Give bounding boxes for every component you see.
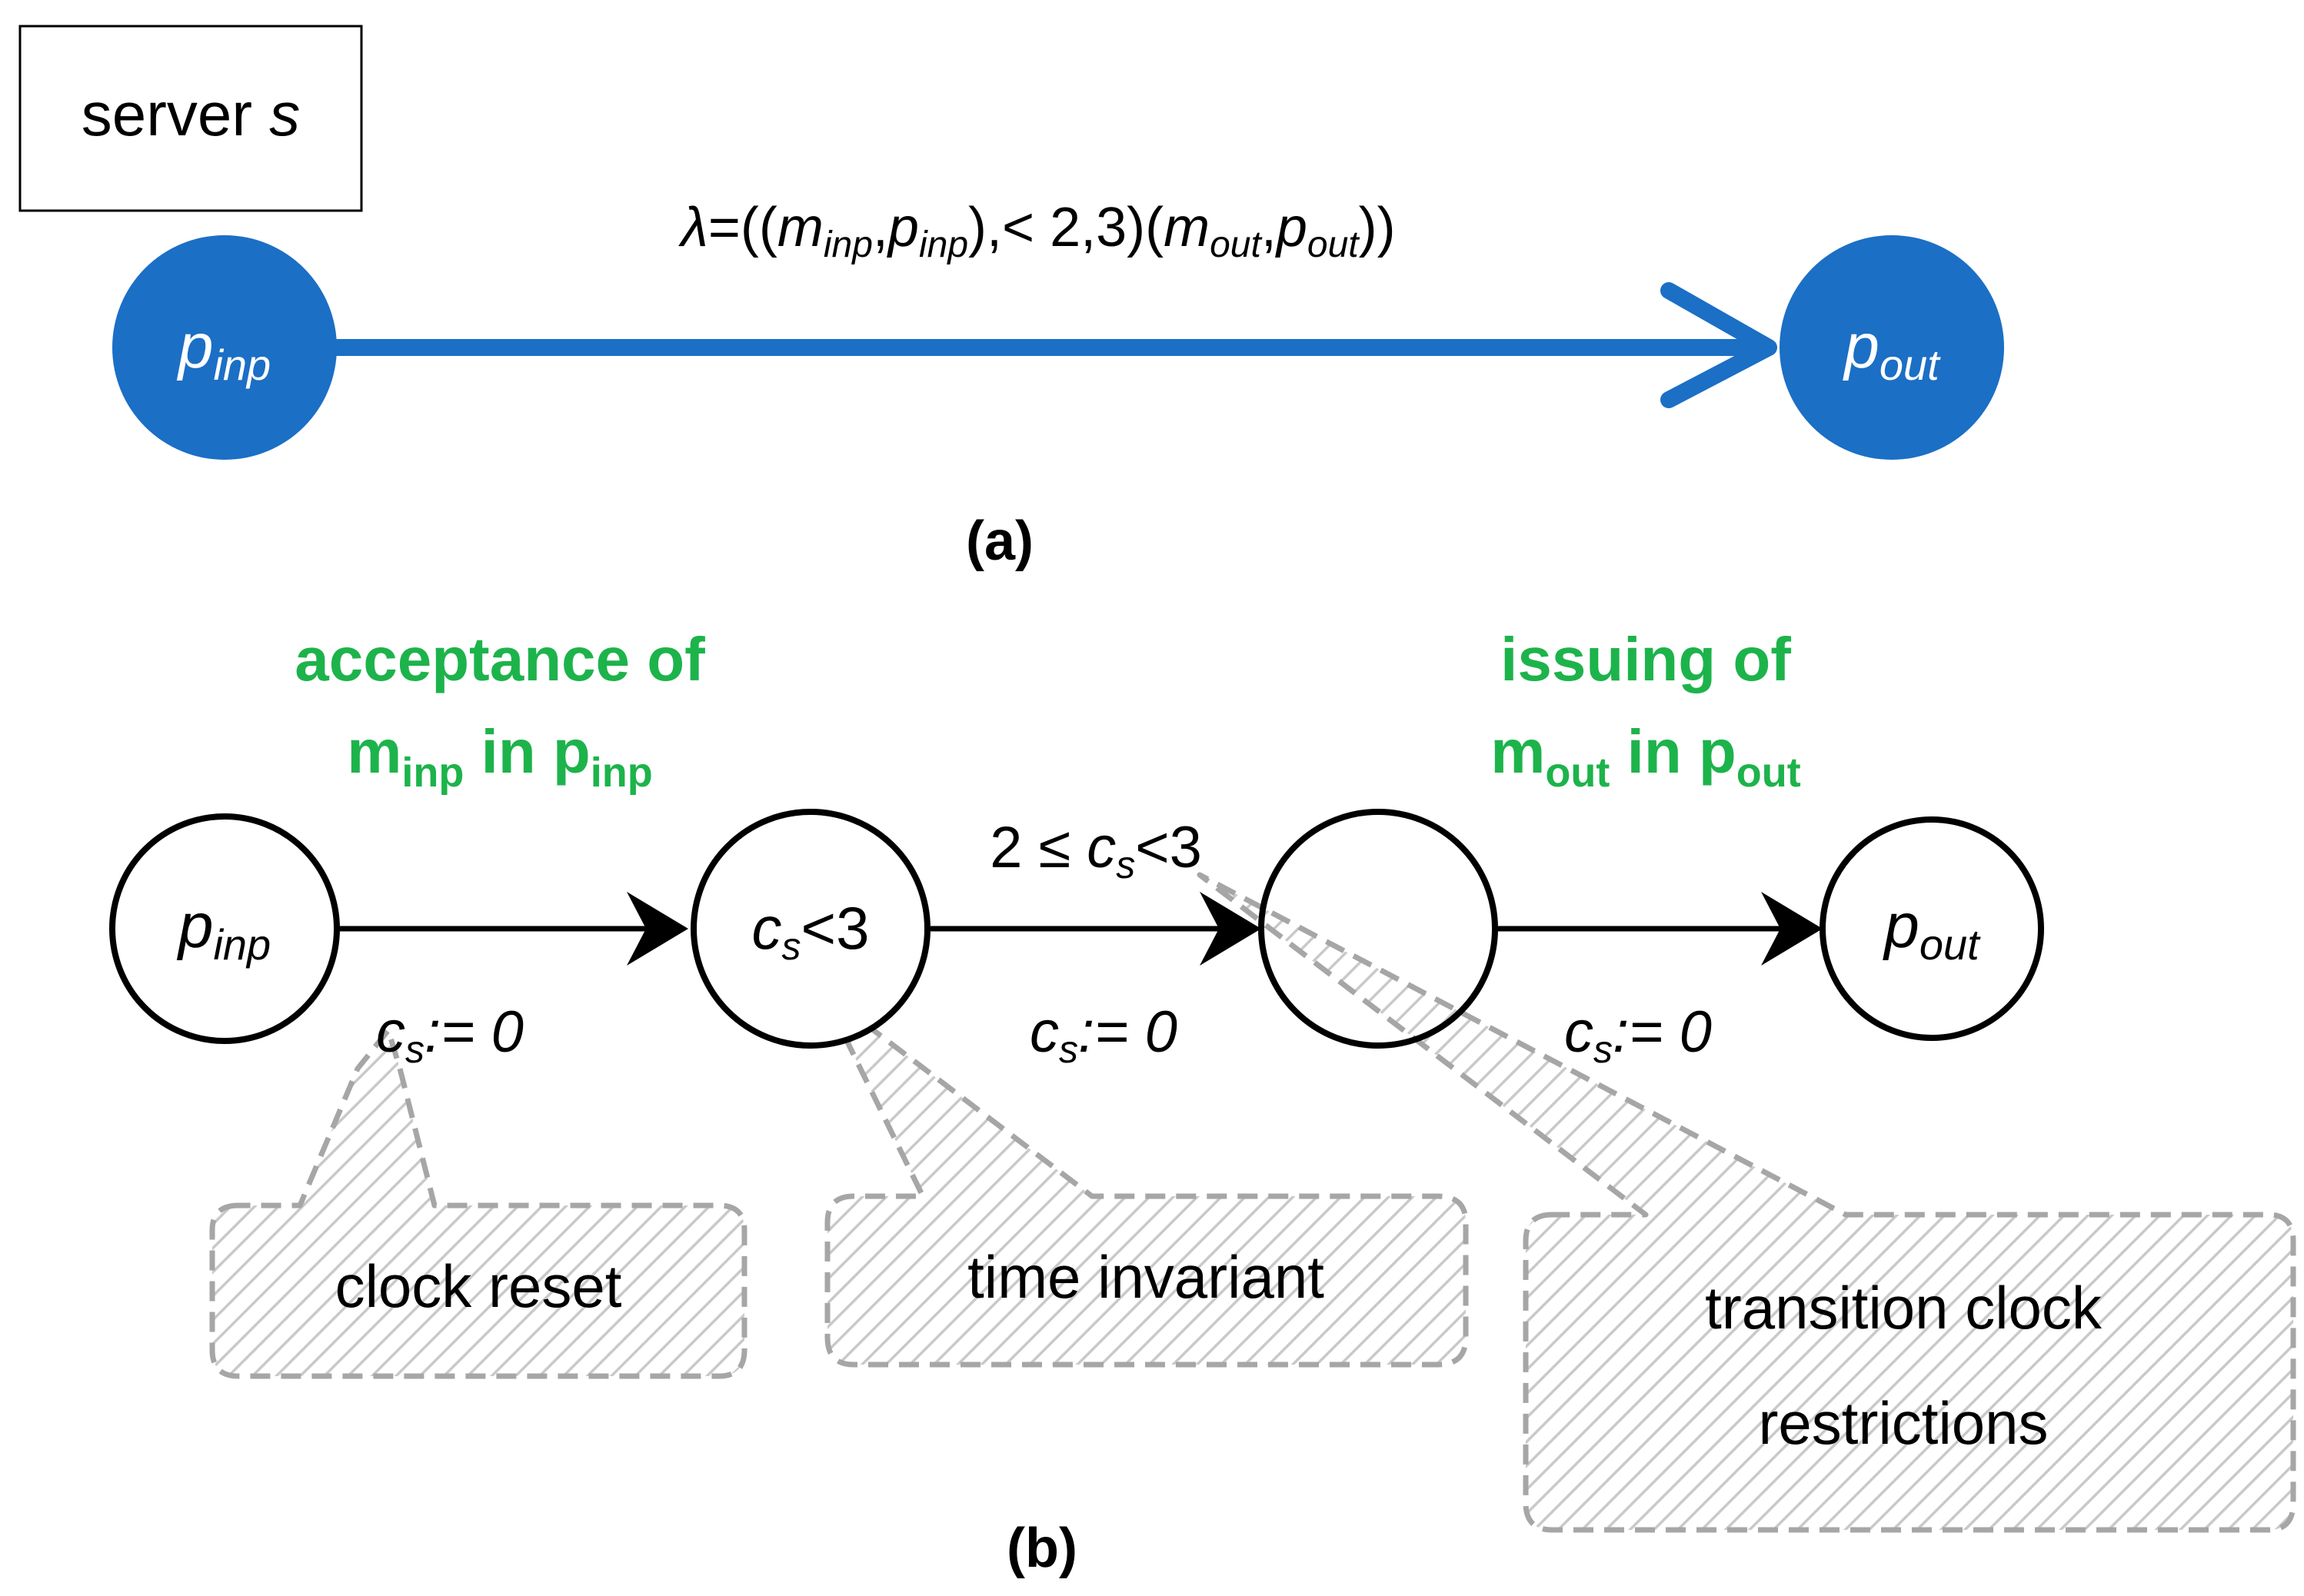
node-p-out-blue-label: pout <box>1842 311 1941 389</box>
node-p-out-label: pout <box>1882 891 1981 969</box>
node-p-out <box>1820 816 2044 1041</box>
node-invariant <box>691 809 931 1049</box>
caption-a: (a) <box>966 510 1034 572</box>
edge-3-arrowhead <box>1761 892 1823 966</box>
node-intermediate <box>1258 809 1498 1049</box>
reset-label-3: cs:= 0 <box>1564 999 1712 1071</box>
node-p-inp-blue <box>112 235 337 460</box>
lambda-expression: λ=((minp,pinp),< 2,3)(mout,pout)) <box>678 197 1395 265</box>
blue-arrowhead <box>1660 282 1777 408</box>
server-box <box>18 25 363 212</box>
guard-label: 2 ≤ cs<3 <box>990 815 1202 886</box>
node-p-inp-label: pinp <box>176 891 271 969</box>
reset-label-2: cs:= 0 <box>1030 999 1177 1071</box>
callout-transition-clock: transition clock restrictions <box>1197 872 2296 1533</box>
callout-time-invariant: time invariant <box>820 989 1469 1368</box>
reset-label-1: cs:= 0 <box>376 999 524 1071</box>
caption-b: (b) <box>1007 1518 1077 1579</box>
node-p-inp-blue-label: pinp <box>176 311 271 389</box>
edge-2-arrowhead <box>1200 892 1261 966</box>
edge-1-arrowhead <box>627 892 688 966</box>
callout-clock-reset-text: clock reset <box>335 1252 622 1320</box>
heading-acceptance-line1: acceptance of <box>295 625 705 693</box>
node-invariant-label: cs<3 <box>752 894 870 968</box>
heading-issuing-line1: issuing of <box>1500 625 1791 693</box>
callout-transition-line1: transition clock <box>1705 1274 2103 1342</box>
callout-clock-reset: clock reset <box>209 1027 747 1379</box>
heading-issuing-line2: mout in pout <box>1490 717 1800 796</box>
callout-transition-line2: restrictions <box>1758 1389 2048 1457</box>
node-p-out-blue <box>1780 235 2004 460</box>
node-p-inp <box>109 813 340 1044</box>
server-label: server s <box>82 80 301 148</box>
heading-acceptance-line2: minp in pinp <box>347 717 653 796</box>
callout-time-invariant-text: time invariant <box>967 1243 1324 1311</box>
